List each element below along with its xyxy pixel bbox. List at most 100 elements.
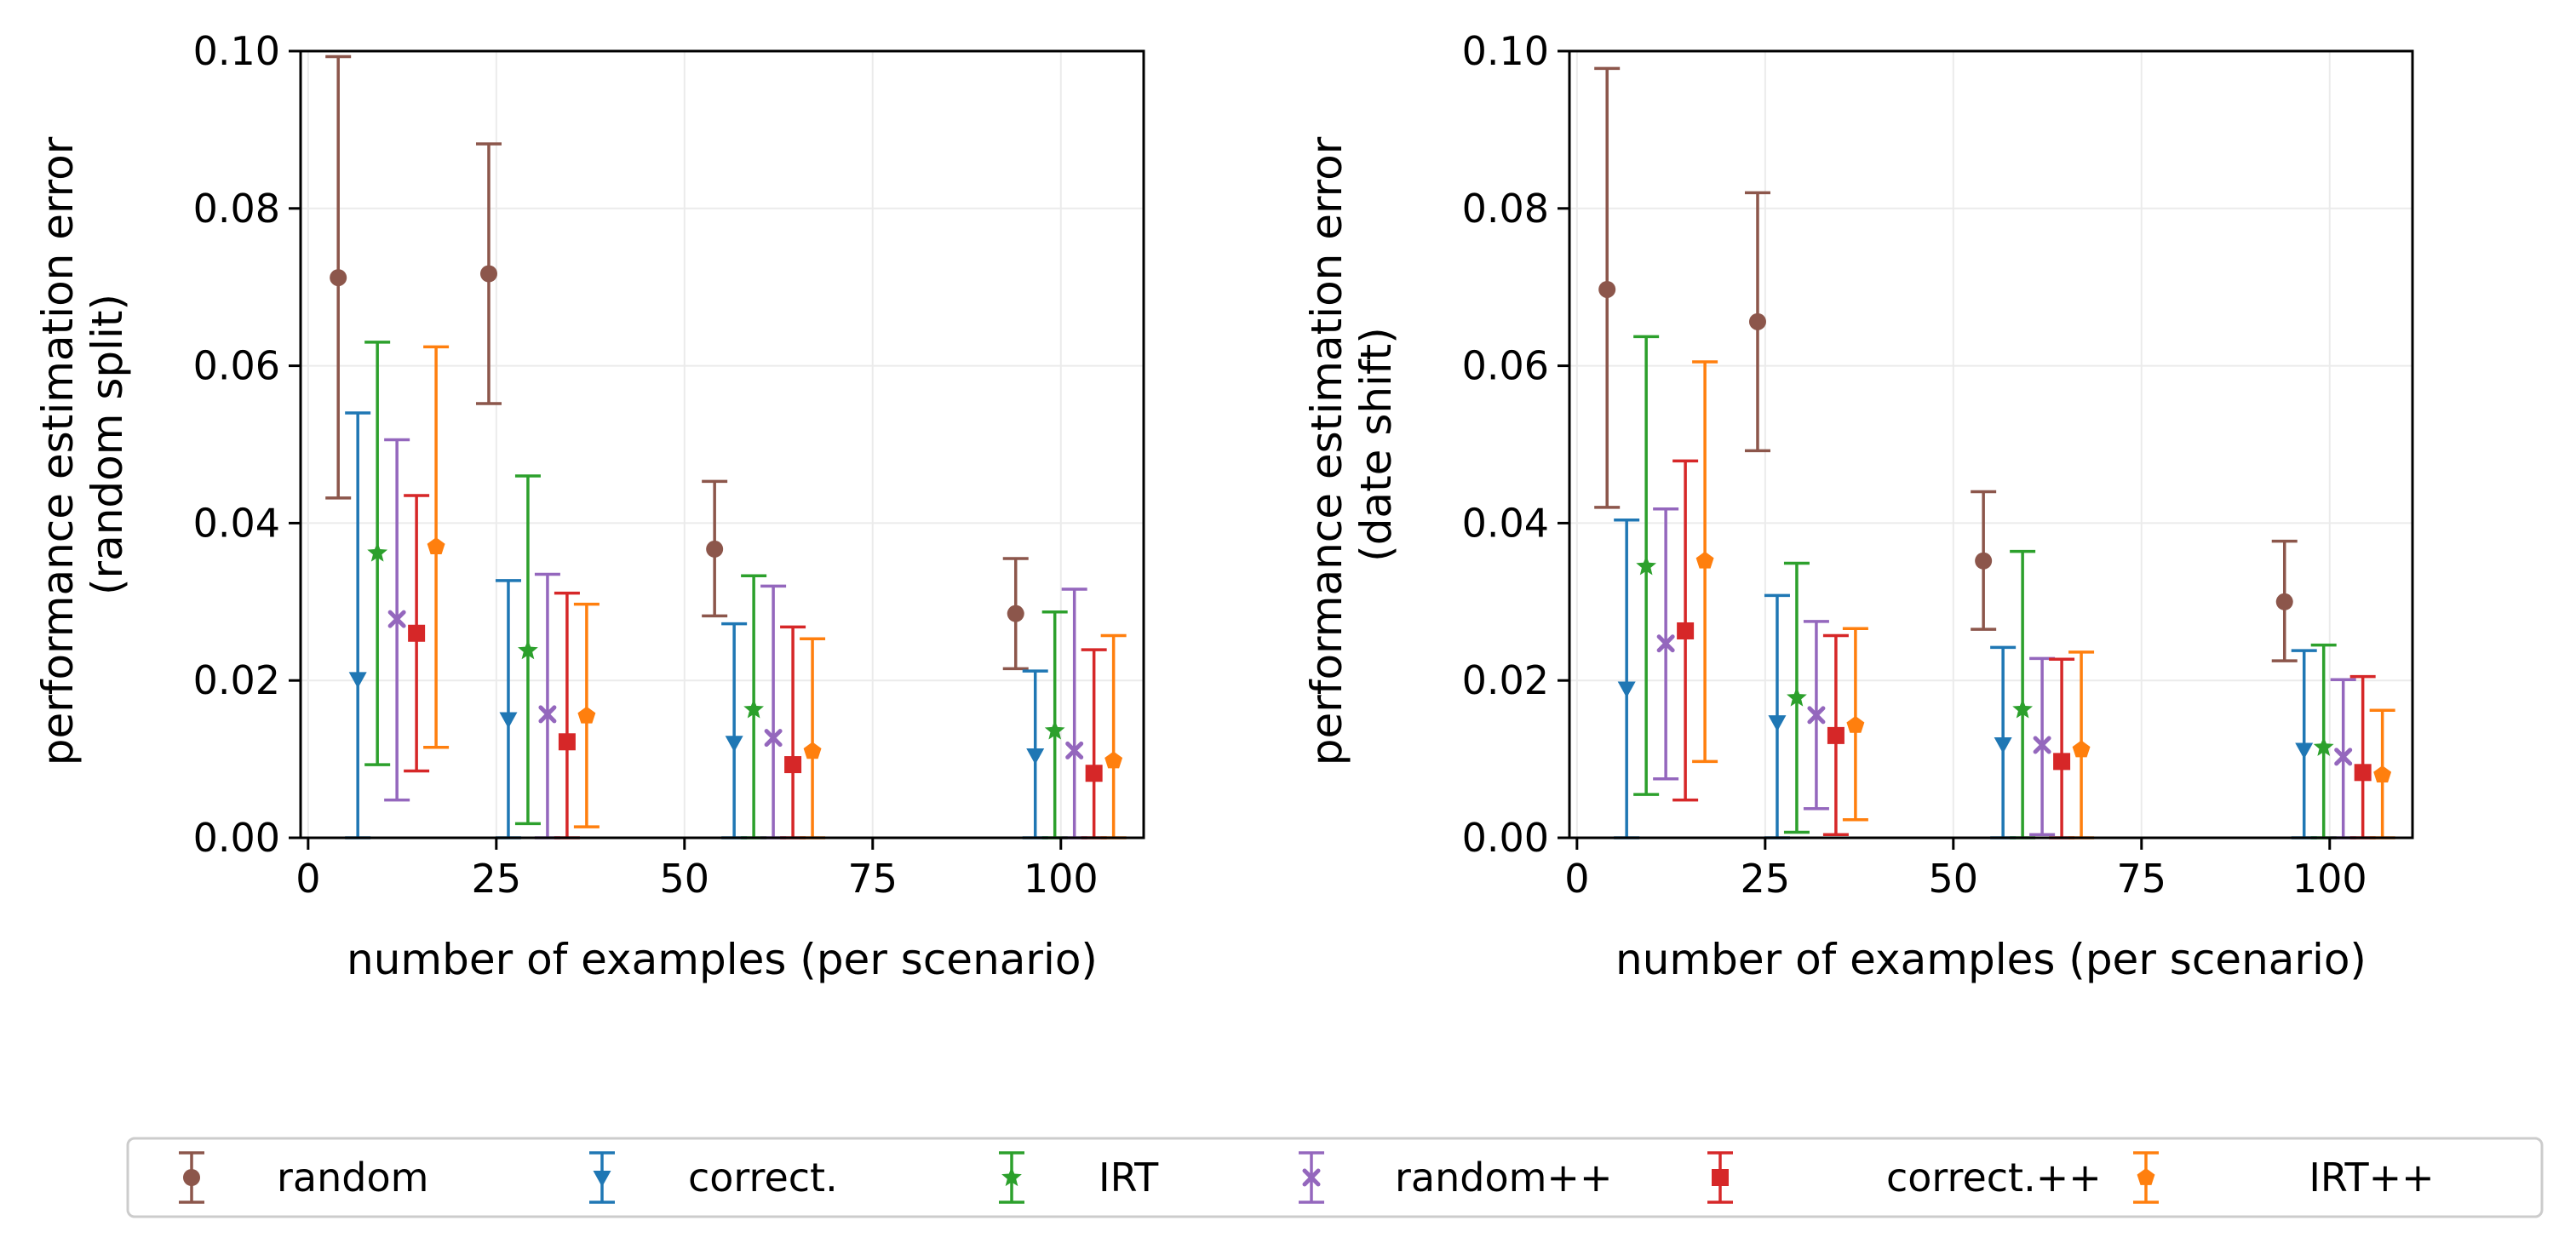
y-tick-label: 0.08: [193, 186, 280, 232]
y-tick-label: 0.04: [193, 500, 280, 546]
legend-label: correct.++: [1886, 1155, 2102, 1201]
y-tick-label: 0.00: [193, 815, 280, 861]
point-random: [764, 729, 783, 748]
point-correct: [1617, 681, 1636, 698]
y-tick-label: 0.10: [1462, 28, 1549, 74]
legend-label: IRT++: [2309, 1155, 2434, 1201]
grid-random-split: [301, 50, 1144, 839]
legend-entry-random: random: [179, 1151, 428, 1204]
point-correct: [1085, 765, 1103, 782]
legend-entry-correct: correct.: [589, 1151, 838, 1204]
x-tick-label: 50: [1929, 856, 1979, 902]
y-tick-label: 0.02: [1462, 657, 1549, 703]
legend-label: IRT: [1099, 1155, 1159, 1201]
y-tick-label: 0.00: [1462, 815, 1549, 861]
point-random: [706, 540, 724, 558]
legend-marker: [183, 1169, 200, 1186]
point-irt: [1846, 715, 1865, 733]
x-tick-label: 100: [2292, 856, 2367, 902]
point-random: [2334, 748, 2353, 766]
marks-random-split: [325, 54, 1127, 840]
point-irt: [518, 639, 538, 660]
point-irt: [2072, 740, 2091, 758]
legend-marker: [593, 1171, 611, 1187]
point-random: [1007, 605, 1024, 622]
point-irt: [367, 542, 388, 562]
point-correct: [499, 712, 518, 729]
x-axis-label-random-split: number of examples (per scenario): [347, 935, 1098, 984]
y-tick-label: 0.04: [1462, 500, 1549, 546]
point-correct: [558, 733, 576, 751]
legend-items: random correct. IRT random++ correct.++ IRT++: [179, 1151, 2435, 1204]
legend-marker: [1001, 1166, 1022, 1187]
x-tick-label: 25: [1741, 856, 1791, 902]
point-irt: [577, 706, 596, 724]
point-random: [1065, 741, 1084, 759]
point-correct: [1768, 715, 1787, 732]
point-irt: [1104, 751, 1123, 769]
point-irt: [1044, 719, 1065, 740]
legend-marker: [2137, 1168, 2155, 1185]
legend-entry-irt: IRT: [999, 1151, 1159, 1204]
legend-label: random: [277, 1155, 428, 1201]
y-axis-label-line-2: (random split): [83, 294, 132, 595]
point-irt: [1787, 687, 1807, 707]
x-tick-label: 0: [1564, 856, 1589, 902]
point-correct: [2354, 764, 2372, 782]
x-tick-label: 75: [2117, 856, 2167, 902]
point-correct: [784, 756, 802, 774]
y-axis-label-line-1: performance estimation error: [1302, 136, 1351, 765]
point-irt: [743, 698, 765, 719]
point-irt: [1636, 555, 1657, 576]
plot-frame-random-split: [299, 49, 1145, 840]
legend-frame: [126, 1137, 2544, 1218]
y-tick-label: 0.02: [193, 657, 280, 703]
x-tick-label: 50: [660, 856, 710, 902]
legend-marker: [1302, 1168, 1321, 1187]
point-irt: [2313, 736, 2334, 756]
point-irt: [2373, 765, 2392, 782]
legend-label: correct.: [688, 1155, 838, 1201]
grid-date-shift: [1569, 50, 2412, 839]
point-random: [1975, 552, 1993, 570]
x-tick-label: 0: [295, 856, 320, 902]
point-random: [2275, 593, 2293, 610]
point-irt: [427, 537, 445, 555]
point-correct: [1026, 748, 1045, 765]
x-tick-label: 75: [848, 856, 898, 902]
legend: random correct. IRT random++ correct.++ IRT++: [126, 1137, 2544, 1218]
point-irt: [803, 742, 822, 759]
point-random: [538, 705, 557, 724]
point-random: [2033, 736, 2051, 754]
legend-entry-irt: IRT++: [2133, 1151, 2435, 1204]
point-random: [1748, 312, 1766, 330]
point-random: [1598, 280, 1616, 298]
x-axis-label-date-shift: number of examples (per scenario): [1615, 935, 2367, 984]
point-random: [479, 265, 497, 283]
y-tick-label: 0.08: [1462, 186, 1549, 232]
y-tick-label: 0.10: [193, 28, 280, 74]
x-tick-label: 100: [1024, 856, 1099, 902]
legend-marker: [1712, 1169, 1729, 1186]
y-axis-label-line-2: (date shift): [1351, 327, 1401, 562]
point-random: [1807, 706, 1826, 725]
point-irt: [1695, 551, 1714, 569]
point-random: [330, 269, 347, 287]
y-axis-label-line-1: performance estimation error: [33, 136, 83, 765]
point-random: [387, 610, 406, 628]
legend-label: random++: [1395, 1155, 1613, 1201]
y-tick-label: 0.06: [193, 343, 280, 389]
marks-date-shift: [1594, 66, 2395, 840]
point-correct: [1827, 726, 1845, 744]
point-correct: [1677, 622, 1695, 639]
point-correct: [2053, 753, 2071, 771]
y-axis-label-date-shift: performance estimation error (date shift…: [1302, 123, 1401, 765]
point-irt: [2012, 698, 2034, 719]
point-correct: [725, 736, 743, 753]
legend-entry-correct: correct.++: [1707, 1151, 2102, 1204]
